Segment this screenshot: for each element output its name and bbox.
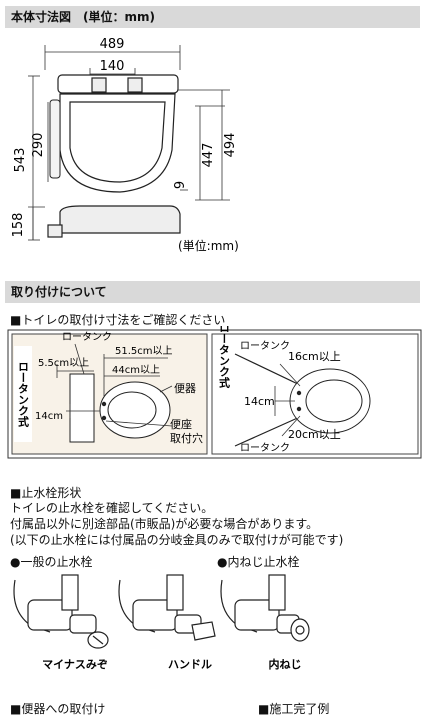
control-panel <box>49 99 61 179</box>
install-check-heading: ■トイレの取付け寸法をご確認ください <box>10 313 226 327</box>
dim-depth-total: 494 <box>223 133 238 158</box>
left-seat-hole-label-2: 取付穴 <box>170 431 203 445</box>
valve-line2: 付属品以外に別途部品(市販品)が必要な場合があります。 <box>10 517 319 531</box>
dim-gap: 9 <box>173 181 188 189</box>
left-type-label: ロータンク式 <box>17 361 30 428</box>
valve-label-0: マイナスみぞ <box>42 658 108 670</box>
dim-front-depth: 290 <box>31 133 46 158</box>
dimension-diagram: 489 140 543 290 447 494 9 158 (単位:mm) <box>11 37 239 253</box>
valve-line3: (以下の止水栓には付属品の分岐金具のみで取付けが可能です) <box>10 533 344 547</box>
unit-note: (単位:mm) <box>178 238 239 253</box>
dimensions-section-title: 本体寸法図 (単位：mm) <box>5 6 420 28</box>
internal-valve-label: ●内ねじ止水栓 <box>217 555 300 569</box>
dim-inner-width: 140 <box>100 59 125 74</box>
left-tank-label: ロータンク <box>62 331 112 343</box>
dim-height-total: 543 <box>13 148 28 173</box>
valve-illustrations: マイナスみぞ ハンドル 内ねじ <box>13 574 310 670</box>
right-tank-bottom: ロータンク <box>240 442 290 454</box>
valve-heading: ■止水栓形状 <box>10 486 82 500</box>
dim-side-height: 158 <box>11 213 26 238</box>
valve-label-2: 内ねじ <box>269 657 302 670</box>
install-section-title: 取り付けについて <box>5 281 420 303</box>
dim-depth-inner: 447 <box>201 143 216 168</box>
valve-line1: トイレの止水栓を確認してください。 <box>10 501 214 515</box>
left-seat-hole-label-1: 便座 <box>170 417 192 431</box>
left-dim-515: 51.5cm以上 <box>115 345 173 357</box>
seat-top-view <box>57 74 179 193</box>
install-diagram: ロータンク式 ロータンク 5.5cm以上 51.5cm以上 44cm以上 14c… <box>7 326 422 459</box>
dim-width: 489 <box>100 37 125 52</box>
valve-label-1: ハンドル <box>168 658 212 670</box>
seat-side-view <box>47 205 181 238</box>
left-dim-14: 14cm <box>35 411 63 422</box>
right-tank-top: ロータンク <box>240 340 290 352</box>
left-dim-44: 44cm以上 <box>112 364 160 376</box>
right-type-label: 隅付ロータンク式 <box>218 326 231 389</box>
right-dim-20: 20cm以上 <box>288 428 341 441</box>
left-toilet-label: 便器 <box>174 382 196 395</box>
left-dim-55: 5.5cm以上 <box>38 357 89 369</box>
general-valve-label: ●一般の止水栓 <box>10 555 93 569</box>
right-dim-14: 14cm <box>244 395 275 408</box>
right-dim-16: 16cm以上 <box>288 350 341 363</box>
